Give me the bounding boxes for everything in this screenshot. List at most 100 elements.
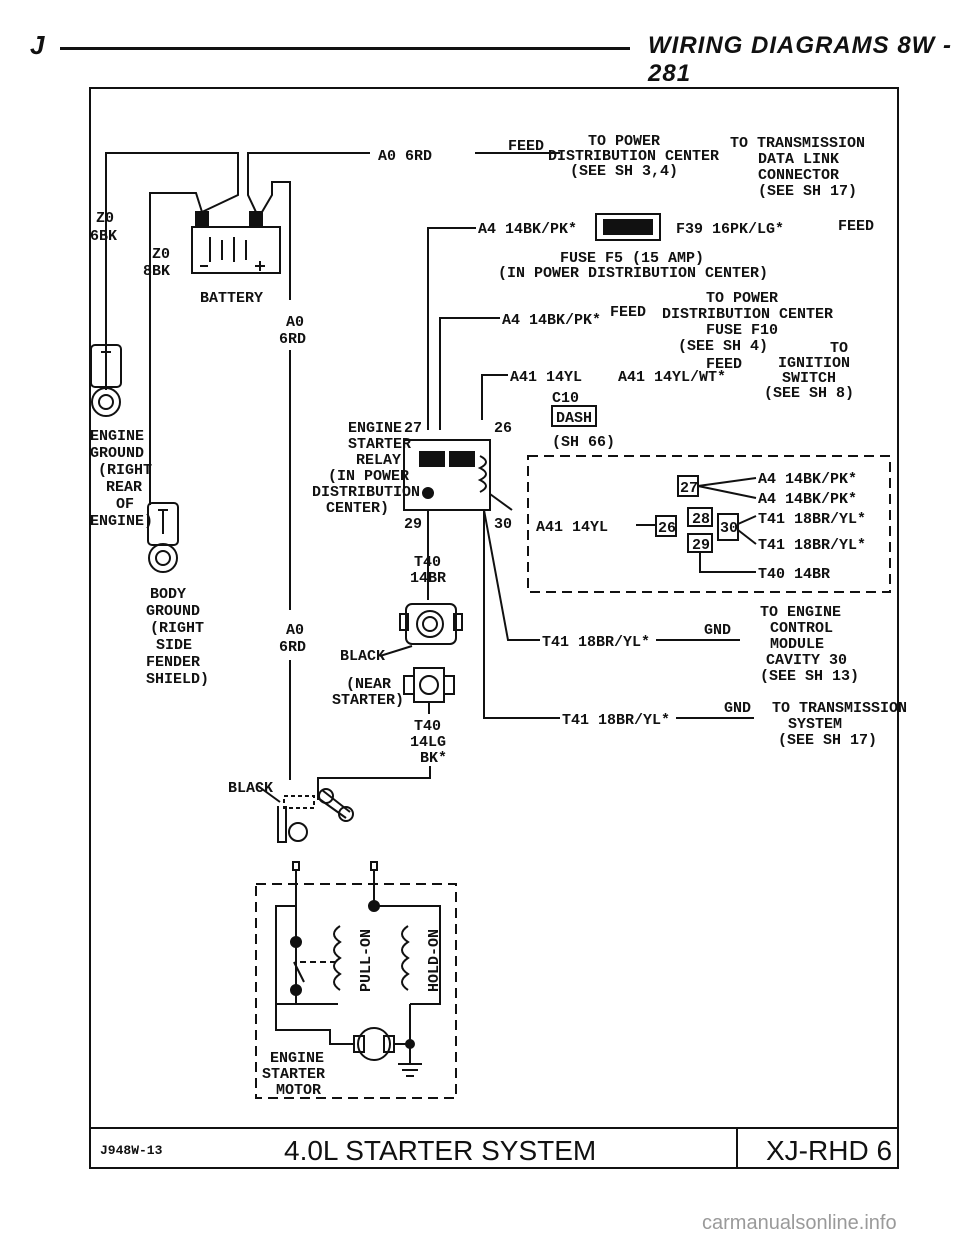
solenoid-black-label: BLACK: [340, 648, 385, 665]
wire-label-t41-trans: T41 18BR/YL*: [562, 712, 670, 729]
starter-post-right-cap: [370, 861, 378, 871]
switch-contact-2: [290, 984, 302, 996]
battery-symbol: [191, 211, 281, 274]
wire-t41-to-trans: [483, 510, 560, 719]
motor-armature: [357, 1027, 391, 1061]
feed-label-ign: FEED: [706, 356, 742, 373]
connector-name: C10: [552, 390, 579, 407]
switch-contact-1: [290, 936, 302, 948]
relay-detail-wire-label-2: A4 14BK/PK*: [758, 491, 857, 508]
feed-label-tdl: FEED: [838, 218, 874, 235]
wire-label-t40: T40 14BR: [410, 554, 450, 587]
relay-detail-a41-label: A41 14YL: [536, 519, 608, 536]
relay-detail-wire-label-1: A4 14BK/PK*: [758, 471, 857, 488]
hold-on-coil: [401, 925, 410, 991]
starter-terminal: [277, 788, 354, 843]
relay-junction: [422, 487, 434, 499]
wire-label-a0-top: A0 6RD: [378, 148, 432, 165]
relay-detail-pin26-label: 26: [658, 520, 676, 537]
relay-detail-pin28: [687, 507, 713, 527]
body-ground-lug: [147, 502, 179, 573]
wire-label-z0-8bk: Z0 8BK: [143, 246, 179, 280]
starter-node: [368, 900, 380, 912]
fuse-f5-box: [595, 213, 661, 241]
connector-dash-box: [551, 405, 597, 427]
relay-label: ENGINE STARTER RELAY (IN POWER DISTRIBUT…: [312, 420, 429, 517]
motor-wire-right: [394, 1004, 411, 1045]
wire-label-a0-mid: A0 6RD: [279, 314, 313, 348]
connector-loc: DASH: [556, 410, 592, 427]
relay-detail-pin30-label: 30: [720, 520, 738, 537]
battery-label: BATTERY: [200, 290, 263, 307]
starter-internal-right: [373, 884, 441, 1005]
wire-t40-lg: [317, 766, 431, 800]
wire-label-t40-lg: T40 14LG BK*: [410, 718, 455, 767]
starter-internal-left: [275, 884, 338, 1005]
motor-wire-left: [275, 1004, 354, 1045]
starter-terminal-leader: [257, 785, 281, 803]
starter-switch-blade: [293, 961, 305, 983]
tdl-destination: TO TRANSMISSION DATA LINK CONNECTOR (SEE…: [730, 135, 874, 200]
relay-pin-26: 26: [494, 420, 512, 437]
pull-on-label: PULL-ON: [358, 929, 375, 992]
relay-pin-27: 27: [404, 420, 422, 437]
wire-label-f39: F39 16PK/LG*: [676, 221, 784, 238]
wire-a4-top-left: [427, 227, 476, 430]
relay-box: [403, 439, 491, 511]
diagram-frame: [89, 87, 899, 1169]
relay-detail-pin26: [655, 515, 677, 537]
wire-a41-ign: [481, 374, 508, 420]
footer-model: XJ-RHD 6: [766, 1135, 892, 1166]
solenoid-terminal: [403, 667, 455, 703]
relay-detail-box: [527, 455, 891, 593]
relay-coil: [477, 455, 487, 493]
relay-detail-pin29-label: 29: [692, 537, 710, 554]
starter-motor-box: [255, 883, 457, 1099]
wire-label-a4-mid: A4 14BK/PK*: [502, 312, 601, 329]
relay-detail-wire30b: [737, 529, 757, 545]
footer-title: 4.0L STARTER SYSTEM: [284, 1135, 596, 1166]
wire-label-z0-6bk: Z0 6BK: [90, 210, 123, 245]
ecm-destination: TO ENGINE CONTROL MODULE CAVITY 30 (SEE …: [760, 604, 859, 685]
body-ground-label: BODY GROUND (RIGHT SIDE FENDER SHIELD): [146, 586, 213, 688]
wire-label-t41-ecm: T41 18BR/YL*: [542, 634, 650, 651]
wire-a4-mid: [439, 317, 500, 430]
wire-z0-6bk: [105, 152, 239, 390]
feed-label-pdc-sh34: FEED: [508, 138, 544, 155]
pdc-sh4-destination: TO POWER DISTRIBUTION CENTER FUSE F10 (S…: [662, 290, 842, 355]
relay-contact-2: [449, 451, 475, 467]
relay-pin-30: 30: [494, 516, 512, 533]
solenoid-connector-black: [399, 603, 463, 645]
feed-label-pdc-sh4: FEED: [610, 304, 646, 321]
relay-detail-wire-t40: [699, 552, 756, 573]
wire-z0-8bk: [149, 192, 203, 505]
relay-detail-wire-label-3: T41 18BR/YL*: [758, 511, 866, 528]
header-section-letter: J: [30, 30, 45, 60]
ground-label-trans: GND: [724, 700, 751, 717]
relay-detail-wire27a: [697, 477, 757, 487]
ign-destination: TO IGNITION SWITCH (SEE SH 8): [764, 340, 859, 402]
wire-a0-6rd-down: [261, 181, 291, 300]
header-title: WIRING DIAGRAMS 8W - 281: [648, 32, 952, 87]
pdc-sh34-destination: TO POWER DISTRIBUTION CENTER (SEE SH 3,4…: [548, 133, 728, 180]
footer-code: J948W-13: [100, 1143, 163, 1158]
ground-label-ecm: GND: [704, 622, 731, 639]
relay-detail-pin28-label: 28: [692, 511, 710, 528]
relay-detail-pin27-label: 27: [680, 480, 698, 497]
wire-label-a41-left: A41 14YL: [510, 369, 582, 386]
engine-ground-lug: [90, 344, 122, 417]
relay-contact-1: [419, 451, 445, 467]
wire-label-a4-top: A4 14BK/PK*: [478, 221, 577, 238]
solenoid-near-label: (NEAR STARTER): [332, 676, 404, 709]
relay-detail-wire-label-4: T41 18BR/YL*: [758, 537, 866, 554]
wire-label-a0-low: A0 6RD: [279, 622, 313, 656]
fuse-f5-element: [603, 219, 653, 235]
engine-ground-label: ENGINE GROUND (RIGHT REAR OF ENGINE): [90, 428, 161, 530]
fuse-f5-label: FUSE F5 (15 AMP) (IN POWER DISTRIBUTION …: [498, 250, 768, 282]
relay-detail-wire27b: [697, 485, 757, 499]
relay-detail-wire-label-5: T40 14BR: [758, 566, 830, 583]
wire-t41-to-ecm: [483, 509, 540, 641]
pull-on-coil: [333, 925, 342, 991]
